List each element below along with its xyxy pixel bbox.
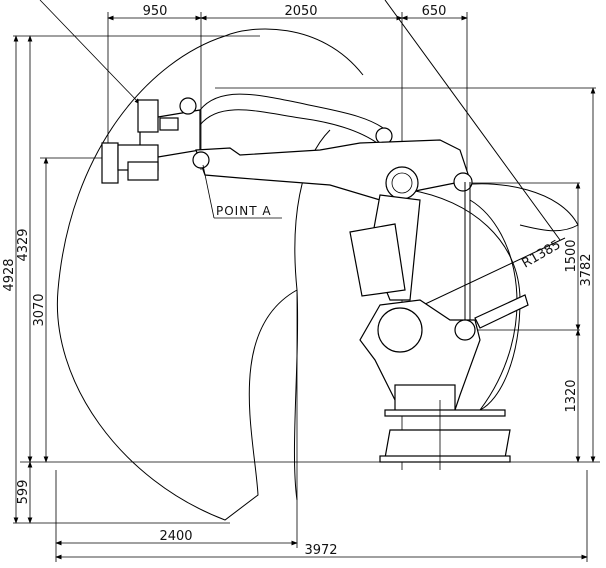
extension-lines	[13, 0, 600, 562]
radius-label: R1385	[520, 237, 564, 271]
dim-2400: 2400	[159, 529, 192, 544]
point-a-leader	[202, 164, 215, 219]
point-a-label: POINT A	[216, 204, 272, 218]
dim-4928: 4928	[2, 258, 17, 291]
dim-3070: 3070	[32, 293, 47, 326]
dim-1320: 1320	[564, 379, 579, 412]
dimension-labels: 950 2050 650 4928 4329 3070 599 3782 150…	[2, 4, 594, 558]
dimension-lines	[13, 15, 596, 560]
dim-3972: 3972	[304, 543, 337, 558]
robot-arm	[101, 93, 529, 470]
dim-2050: 2050	[284, 4, 317, 19]
dim-950: 950	[143, 4, 168, 19]
dim-599: 599	[16, 480, 31, 505]
dim-4329: 4329	[16, 228, 31, 261]
dim-650: 650	[422, 4, 447, 19]
dim-3782: 3782	[579, 253, 594, 286]
dim-1500: 1500	[564, 239, 579, 272]
